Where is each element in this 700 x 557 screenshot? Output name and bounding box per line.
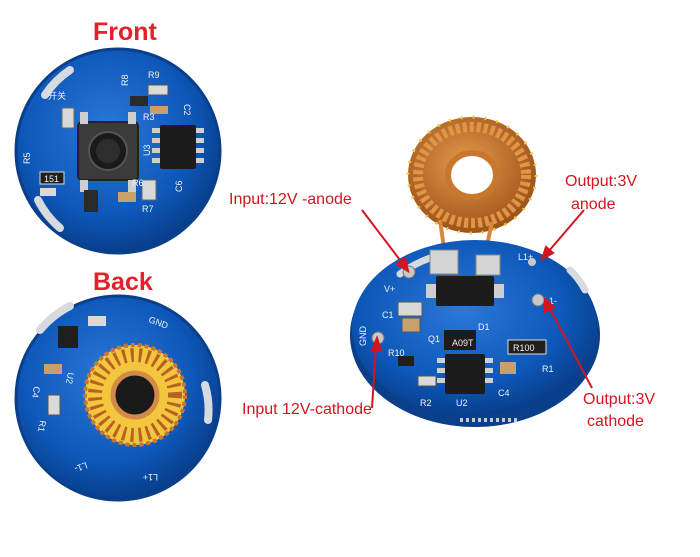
front-label-c6: C6: [174, 180, 184, 192]
back-label-r1: R1: [36, 420, 48, 433]
output-anode-label-line1: Output:3V: [565, 173, 638, 190]
front-label-151: 151: [44, 174, 59, 184]
main-label-c1: C1: [382, 310, 394, 320]
back-pcb: GND L1- L1+ U2 C4 R1: [14, 294, 222, 502]
main-label-r100: R100: [513, 343, 535, 353]
main-label-r2: R2: [420, 398, 432, 408]
front-label-r6: R6: [132, 178, 144, 188]
front-label-r3: R3: [143, 112, 155, 122]
back-label-c4: C4: [30, 386, 42, 399]
front-pcb: 开关 R8 R9 R3 C2 U3 R6 C6 R7 R5 151: [14, 47, 222, 255]
main-label-l1m: L1-: [544, 296, 557, 306]
main-label-r10: R10: [388, 348, 405, 358]
front-label-r8: R8: [120, 74, 130, 86]
u3-ic: [152, 125, 204, 169]
back-label-l1p: L1+: [143, 472, 158, 482]
front-label-u3: U3: [142, 144, 152, 156]
front-switch-label: 开关: [48, 90, 66, 101]
output-anode-label-line2: anode: [571, 196, 616, 213]
main-label-a09t: A09T: [452, 338, 474, 348]
main-label-u2: U2: [456, 398, 468, 408]
main-label-l1p: L1+: [518, 252, 533, 262]
main-label-c4: C4: [498, 388, 510, 398]
main-label-q1: Q1: [428, 334, 440, 344]
back-label-u2: U2: [64, 372, 76, 385]
back-heading: Back: [93, 268, 153, 296]
back-toroid-inductor: [83, 343, 187, 447]
annotation-arrows: [361, 209, 593, 409]
main-assembly: V+ L1+ L1- GND C1 Q1 D1 R10 R2 U2 C4 R1 …: [350, 115, 600, 427]
main-label-gnd: GND: [358, 326, 368, 347]
input-anode-label: Input:12V -anode: [229, 191, 352, 208]
u2-ic: [437, 354, 493, 394]
front-label-c2: C2: [182, 104, 192, 116]
front-label-r5: R5: [22, 152, 32, 164]
d1-diode: [426, 276, 504, 306]
input-cathode-label: Input 12V-cathode: [242, 401, 372, 418]
main-label-vplus: V+: [384, 284, 395, 294]
output-cathode-label-line2: cathode: [587, 413, 644, 430]
tact-switch: [77, 112, 139, 192]
back-label-l1m: L1-: [73, 460, 89, 474]
main-label-r1: R1: [542, 364, 554, 374]
main-label-d1: D1: [478, 322, 490, 332]
main-toroid-inductor: [406, 115, 538, 256]
output-cathode-label-line1: Output:3V: [583, 391, 656, 408]
front-label-r9: R9: [148, 70, 160, 80]
front-heading: Front: [93, 18, 157, 46]
front-label-r7: R7: [142, 204, 154, 214]
